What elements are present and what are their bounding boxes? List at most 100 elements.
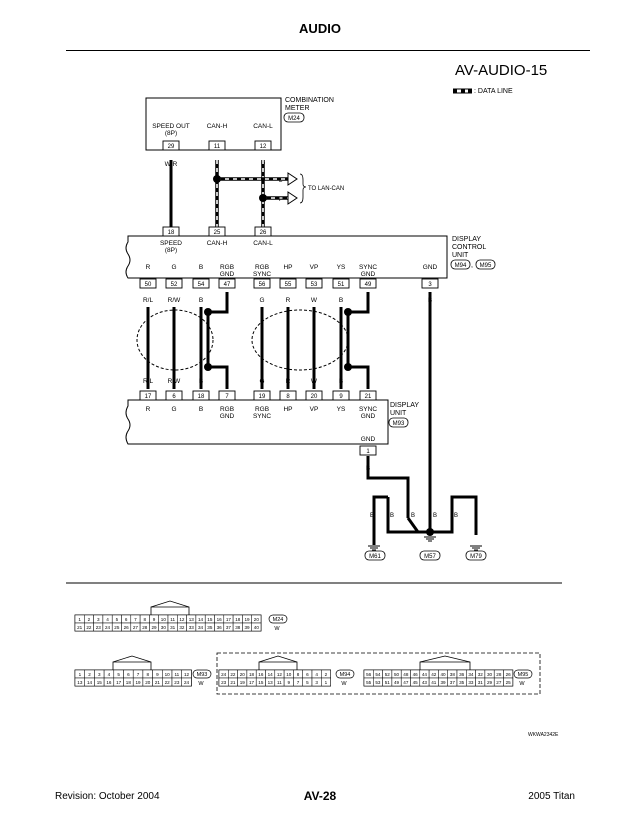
connector-pin-number: 36 [459,672,465,677]
connector-pin-number: 2 [88,672,91,677]
connector-pin-number: 38 [235,625,241,630]
du-wire-color: B [199,378,203,385]
connector-id: M94 [340,672,351,678]
dcu-bottom-pin-label: SYNC [359,264,377,271]
connector-id: M24 [273,617,284,623]
connector-pin-number: 22 [165,680,171,685]
dcu-bottom-pin-number: 52 [171,282,178,288]
dcu-top-pin-label: CAN-H [207,240,228,247]
connector-pin-number: 32 [478,672,484,677]
display-unit: DISPLAY UNIT M93 [125,399,419,445]
connector-pin-number: 21 [77,625,83,630]
dcu-connector-1: M94 [455,263,467,269]
connector-pin-number: 10 [286,672,292,677]
du-pin-label: B [199,406,203,413]
connector-pin-number: 52 [385,672,391,677]
connector-pin-number: 18 [235,617,241,622]
dcu-bottom-pin-number: 3 [428,282,432,288]
connector-pin-number: 15 [258,680,264,685]
connector-pin-number: 34 [198,625,204,630]
connector-id: M95 [518,672,529,678]
connector-pin-number: 38 [450,672,456,677]
ground-wire-label: B [370,513,374,519]
connector-pin-number: 50 [394,672,400,677]
connector-pin-number: 4 [108,672,111,677]
dcu-wire-color: G [259,297,264,304]
dcu-bottom-pin-box [332,278,350,289]
du-pin-label: YS [337,406,346,413]
connector-pin-number: 20 [240,672,246,677]
meter-pin-box [162,140,180,151]
dcu-bottom-pin-box [218,278,236,289]
connector-latch-peak [150,600,190,608]
connector-pin-number: 5 [117,672,120,677]
connector-pin-number: 11 [170,617,175,622]
dcu-bottom-pin-number: 56 [259,282,266,288]
combination-meter-connector-badge [283,112,305,123]
dcu-connector-sep: , [471,262,473,269]
dcu-bottom-pin-number: 49 [365,282,372,288]
connector-pin-number: 11 [174,672,179,677]
connector-pin-number: 15 [207,617,213,622]
connector-color: W [341,681,347,687]
dcu-wire-color: B [199,297,203,304]
du-top-pin-number: 19 [259,394,266,400]
legend-label: : DATA LINE [474,88,513,95]
connector-pin-number: 31 [170,625,176,630]
dcu-bottom-pin-box [253,278,271,289]
dcu-wire-color: B [428,297,432,304]
connector-pin-number: 37 [450,680,456,685]
footer-revision: Revision: October 2004 [55,791,160,802]
connector-pin-number: 4 [315,672,318,677]
du-pin-label: VP [310,406,319,413]
connector-id-badge [335,669,355,679]
display-unit-name-2: UNIT [390,410,407,417]
dcu-bottom-pin-label: RGB [255,264,269,271]
du-pin-label: SYNC [253,413,271,420]
connector-pin-number: 30 [161,625,167,630]
dcu-bottom-pin-label: G [171,264,176,271]
ground-symbols: B B B B B M61 M57 M79 [364,513,487,561]
connector-pin-number: 20 [254,617,260,622]
connector-pin-number: 17 [116,680,122,685]
dcu-bottom-pin-number: 54 [198,282,205,288]
ground-wire-label: B [433,513,437,519]
connector-pin-number: 3 [98,672,101,677]
dcu-bottom-pin-box [192,278,210,289]
connector-pin-number: 31 [478,680,484,685]
connector-latch [258,661,298,670]
connector-pin-number: 46 [413,672,419,677]
connector-pin-number: 3 [315,680,318,685]
du-wire-color: R/W [168,378,182,385]
dcu-top-pin-label: (8P) [165,247,177,254]
diagram-code: AV-AUDIO-15 [455,62,548,79]
connector-pin-number: 42 [431,672,437,677]
du-gnd-label: GND [361,436,376,443]
connector-pin-number: 51 [385,680,391,685]
connector-pin-number: 18 [126,680,132,685]
connector-pin-number: 10 [165,672,171,677]
connector-pin-number: 23 [96,625,102,630]
dcu-top-pin-label: CAN-L [253,240,273,247]
dcu-bottom-pin-box [139,278,157,289]
connector-pin-number: 7 [137,672,140,677]
wiring [136,160,478,545]
du-wire-color: R/L [143,378,154,385]
du-wire-color: W [311,378,318,385]
connector-pin-number: 54 [375,672,381,677]
dcu-connector-badge-1 [450,259,471,270]
connector-latch-peak [258,655,298,663]
meter-pin-label: SPEED OUT [152,123,190,130]
meter-pin-label: CAN-H [207,123,228,130]
dcu-top-pin-number: 26 [260,230,267,236]
ground-point-m61: M61 [369,554,381,560]
connector-pin-number: 21 [155,680,161,685]
du-top-pin-box [139,390,157,401]
connector-id-badge [192,669,212,679]
connector-color: W [198,681,204,687]
connector-latch-peak [419,655,471,663]
connector-pin-number: 16 [217,617,223,622]
dcu-bottom-pin-label: VP [310,264,319,271]
